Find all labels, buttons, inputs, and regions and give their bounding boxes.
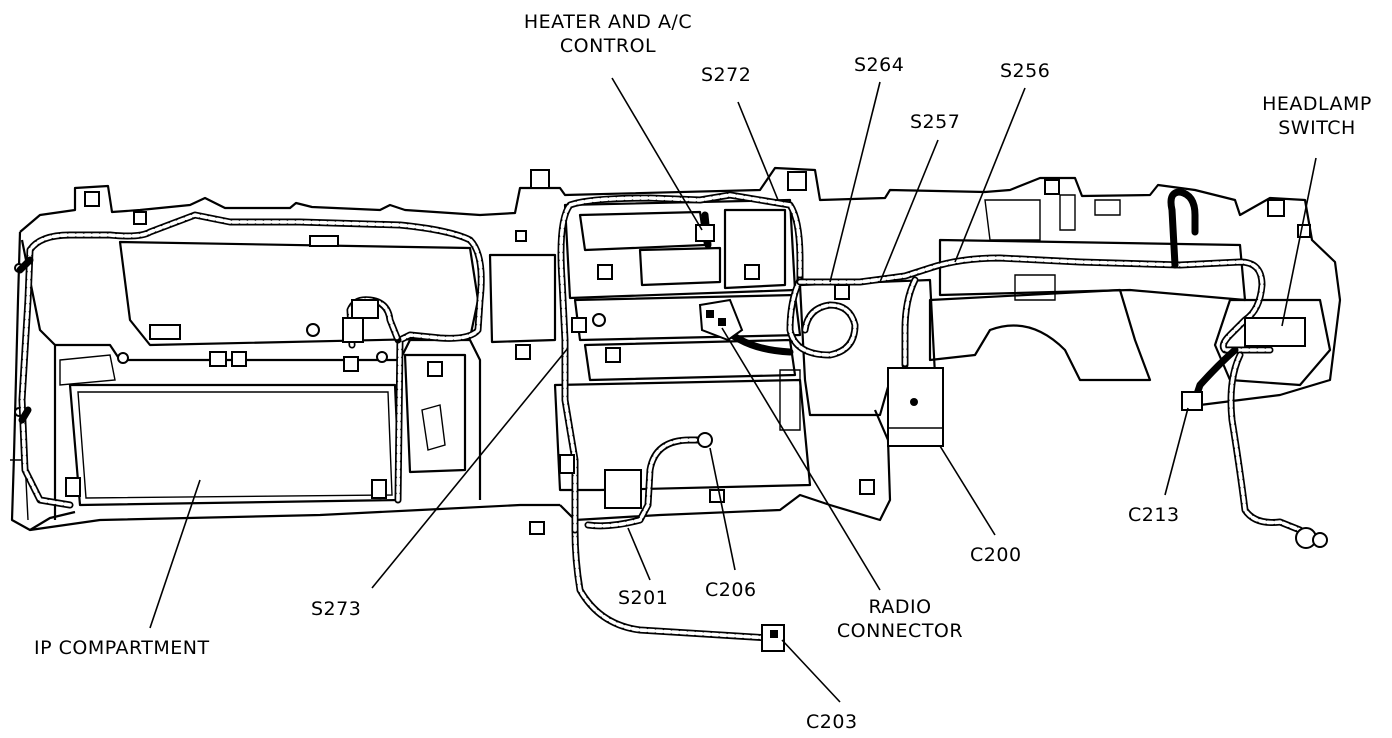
label-s201: S201 xyxy=(618,587,669,609)
leader-c206 xyxy=(709,447,736,571)
leader-s273 xyxy=(371,347,569,589)
label-ip-compartment: IP COMPARTMENT xyxy=(34,637,210,659)
label-radio-line1: RADIO xyxy=(868,596,932,618)
label-headlamp-switch: HEADLAMP SWITCH xyxy=(1248,92,1386,140)
leader-ip-compartment xyxy=(149,479,201,629)
leader-radio xyxy=(721,327,881,591)
connectors xyxy=(65,224,1328,652)
instrument-panel-carrier xyxy=(10,166,1342,535)
wiring-harness xyxy=(16,188,1304,642)
label-c206: C206 xyxy=(705,579,757,601)
label-s256: S256 xyxy=(1000,60,1051,82)
leader-s272 xyxy=(737,101,779,201)
label-c213: C213 xyxy=(1128,504,1180,526)
label-s257: S257 xyxy=(910,111,961,133)
label-heater-ac-line1: HEATER AND A/C xyxy=(523,11,693,33)
label-s273: S273 xyxy=(311,598,362,620)
leader-c200 xyxy=(939,445,996,536)
leader-heater-ac xyxy=(611,77,703,231)
label-radio-connector: RADIO CONNECTOR xyxy=(820,595,980,643)
label-c200: C200 xyxy=(970,544,1022,566)
label-s264: S264 xyxy=(854,54,905,76)
label-radio-line2: CONNECTOR xyxy=(836,620,964,642)
label-c203: C203 xyxy=(806,711,858,733)
label-s272: S272 xyxy=(701,64,752,86)
leader-s201 xyxy=(627,527,651,581)
leader-c213 xyxy=(1164,407,1189,496)
leader-s256 xyxy=(954,87,1026,263)
leader-lines xyxy=(149,77,1317,703)
label-headlamp-line1: HEADLAMP xyxy=(1262,93,1372,115)
leader-s264 xyxy=(829,81,881,283)
leader-headlamp xyxy=(1281,157,1317,327)
label-headlamp-line2: SWITCH xyxy=(1278,117,1356,139)
leader-c203 xyxy=(781,639,841,703)
label-heater-ac-control: HEATER AND A/C CONTROL xyxy=(488,10,728,58)
label-heater-ac-line2: CONTROL xyxy=(559,35,657,57)
leader-s257 xyxy=(879,139,939,283)
